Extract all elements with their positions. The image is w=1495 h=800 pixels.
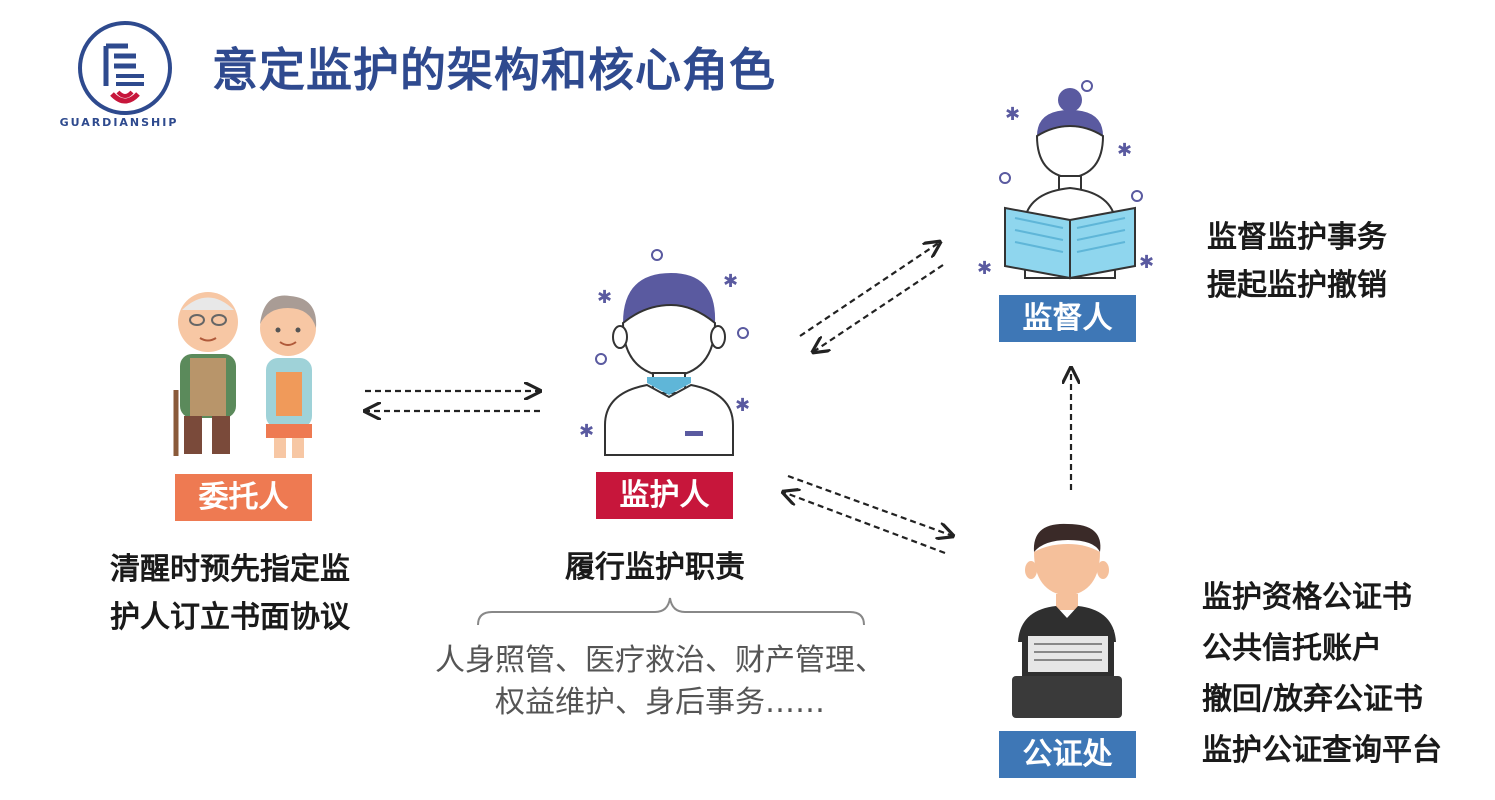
- guardian-duty: 履行监护职责: [565, 550, 745, 585]
- duties-detail: 人身照管、医疗救治、财产管理、 权益维护、身后事务……: [400, 640, 920, 724]
- elderly-couple-icon: [173, 292, 317, 458]
- role-label-notary: 公证处: [999, 731, 1136, 778]
- arrow-guardian-to-notary: [787, 474, 953, 536]
- client-description-line: 护人订立书面协议: [110, 600, 350, 635]
- arrow-guardian-to-supervisor: [799, 242, 940, 337]
- guardianship-seal-icon: [78, 21, 172, 115]
- duties-brace: [477, 597, 865, 626]
- svg-text:✱: ✱: [597, 287, 612, 308]
- svg-text:✱: ✱: [735, 395, 750, 416]
- notary-service-item: 撤回/放弃公证书: [1202, 682, 1423, 717]
- guardian-person-icon: ✱ ✱ ✱ ✱: [579, 249, 750, 456]
- role-label-guardian: 监护人: [596, 472, 733, 519]
- supervisor-duty-item: 提起监护撤销: [1207, 268, 1387, 303]
- supervisor-duties: 监督监护事务 提起监护撤销: [1207, 214, 1387, 310]
- role-label-client: 委托人: [175, 474, 312, 521]
- role-label-supervisor: 监督人: [999, 295, 1136, 342]
- arrow-notary-to-guardian: [783, 492, 946, 555]
- duties-detail-line: 权益维护、身后事务……: [495, 685, 825, 720]
- client-description: 清醒时预先指定监 护人订立书面协议: [110, 546, 400, 642]
- notary-officer-icon: [1012, 523, 1122, 718]
- svg-text:✱: ✱: [579, 421, 594, 442]
- svg-text:✱: ✱: [1117, 140, 1132, 161]
- duties-detail-line: 人身照管、医疗救治、财产管理、: [435, 643, 885, 678]
- svg-text:✱: ✱: [1005, 104, 1020, 125]
- supervisor-reading-icon: ✱ ✱ ✱ ✱: [977, 80, 1154, 280]
- notary-service-item: 监护资格公证书: [1202, 580, 1412, 615]
- notary-service-item: 监护公证查询平台: [1202, 733, 1442, 768]
- svg-text:✱: ✱: [1139, 252, 1154, 273]
- svg-text:✱: ✱: [977, 258, 992, 279]
- client-description-line: 清醒时预先指定监: [110, 552, 350, 587]
- notary-services: 监护资格公证书 公共信托账户 撤回/放弃公证书 监护公证查询平台: [1202, 572, 1442, 776]
- notary-service-item: 公共信托账户: [1202, 631, 1382, 666]
- supervisor-duty-item: 监督监护事务: [1207, 220, 1387, 255]
- logo-text: GUARDIANSHIP: [59, 116, 179, 129]
- arrow-supervisor-to-guardian: [813, 264, 944, 352]
- page-title: 意定监护的架构和核心角色: [212, 43, 776, 97]
- svg-text:✱: ✱: [723, 271, 738, 292]
